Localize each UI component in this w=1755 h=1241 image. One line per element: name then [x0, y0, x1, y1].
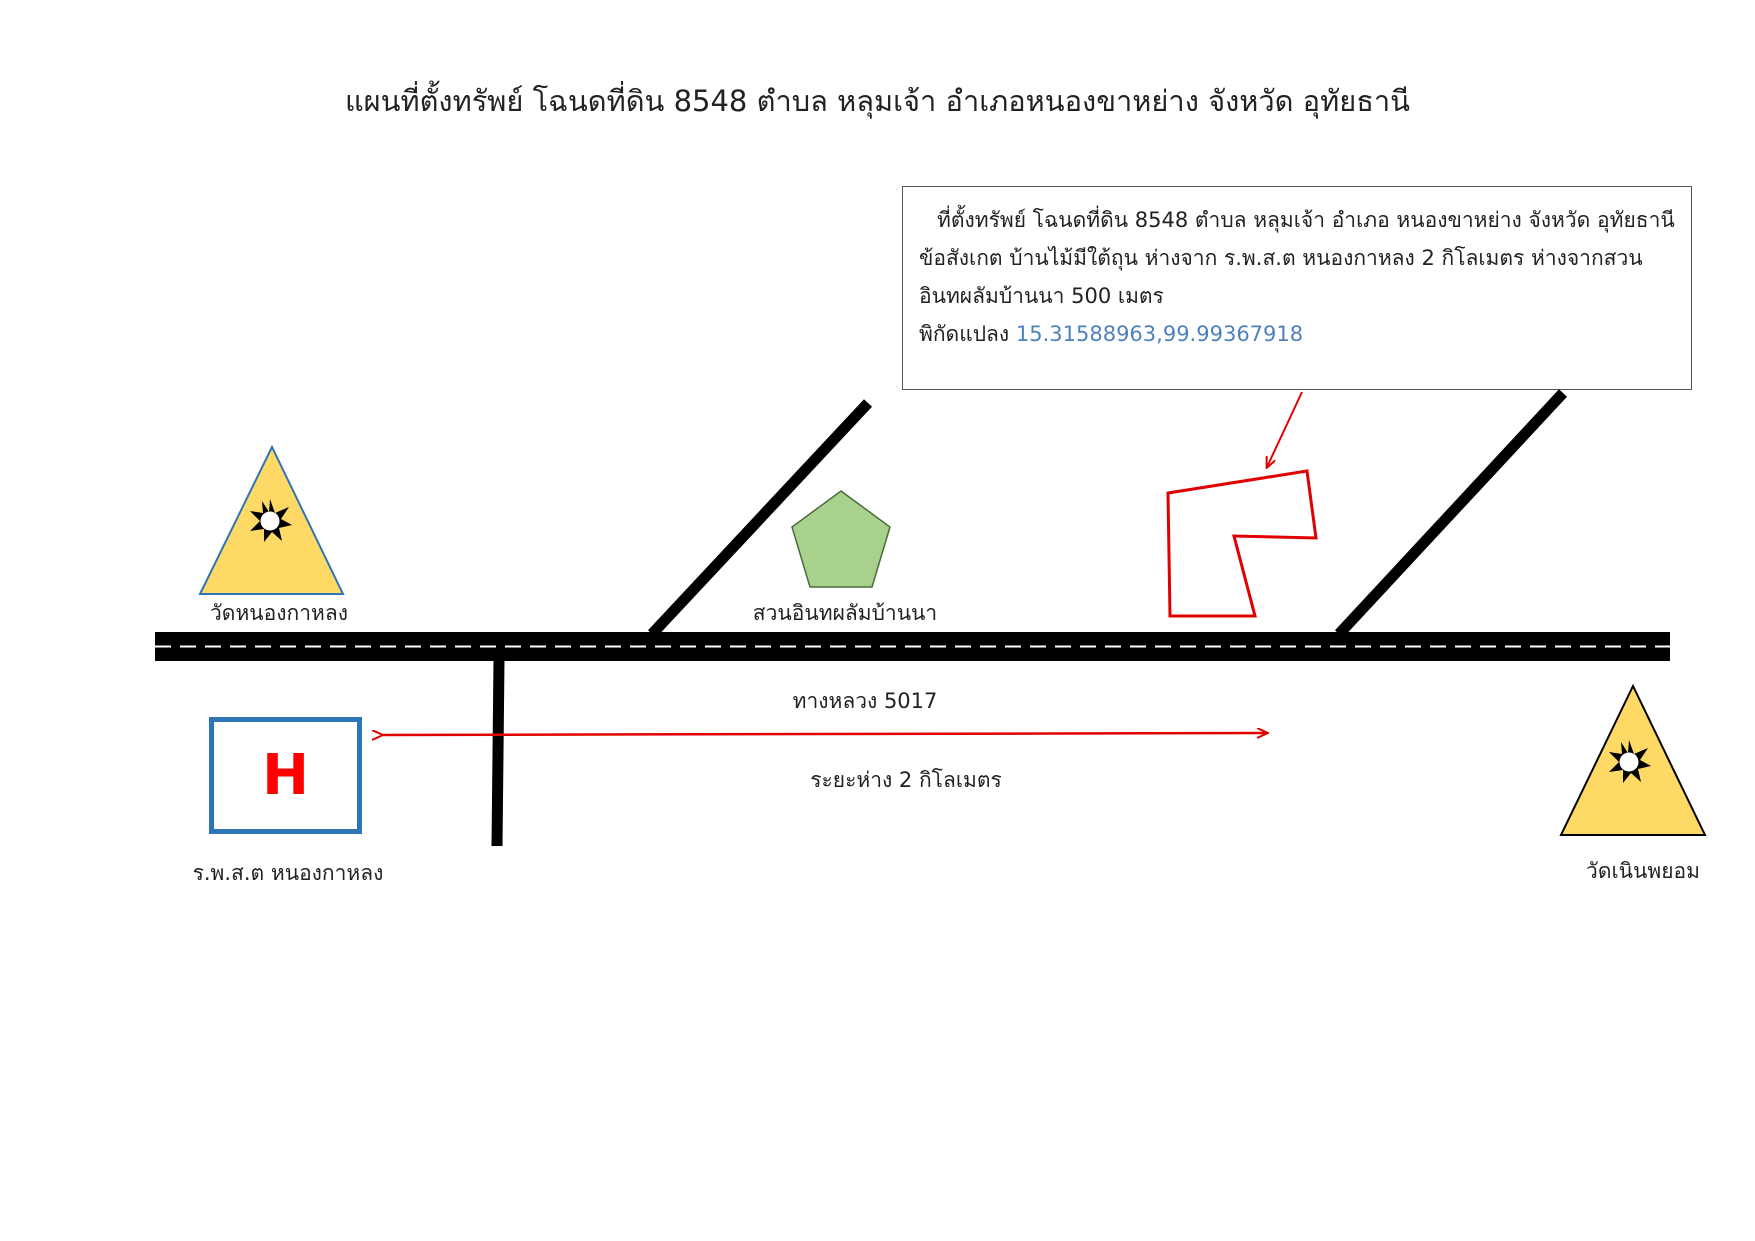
info-note-line: ข้อสังเกต บ้านไม้มีใต้ถุน ห่างจาก ร.พ.ส.… — [919, 246, 1643, 270]
temple-left-marker — [198, 444, 345, 595]
temple-left-label: วัดหนองกาหลง — [210, 601, 348, 625]
property-info-box: ที่ตั้งทรัพย์ โฉนดที่ดิน 8548 ตำบล หลุมเ… — [902, 186, 1692, 390]
distance-label: ระยะห่าง 2 กิโลเมตร — [810, 768, 1002, 792]
coordinate-label: พิกัดแปลง — [919, 322, 1010, 346]
map-title: แผนที่ตั้งทรัพย์ โฉนดที่ดิน 8548 ตำบล หล… — [344, 84, 1411, 118]
hospital-h-icon: H — [262, 743, 309, 808]
info-note-line-cont: อินทผลัมบ้านนา 500 เมตร — [919, 284, 1164, 308]
park-label: สวนอินทผลัมบ้านนา — [752, 601, 938, 625]
side-road-south — [491, 659, 505, 847]
coordinate-value: 15.31588963,99.99367918 — [1015, 322, 1304, 346]
distance-arrow — [382, 733, 1267, 735]
info-pointer-arrow — [1267, 391, 1303, 467]
temple-right-marker — [1559, 683, 1707, 836]
highway-5017 — [155, 632, 1670, 661]
property-plot-outline — [1166, 469, 1318, 618]
temple-right-label: วัดเนินพยอม — [1586, 859, 1700, 883]
highway-label: ทางหลวง 5017 — [792, 689, 938, 713]
clinic-label: ร.พ.ส.ต หนองกาหลง — [192, 861, 384, 885]
side-road-right — [1334, 389, 1568, 638]
info-location-line: ที่ตั้งทรัพย์ โฉนดที่ดิน 8548 ตำบล หลุมเ… — [937, 208, 1675, 232]
info-coordinate-line: พิกัดแปลง 15.31588963,99.99367918 — [919, 315, 1675, 353]
side-road-left — [647, 399, 873, 638]
clinic-marker: H — [209, 717, 362, 834]
park-pentagon-icon — [791, 490, 891, 588]
